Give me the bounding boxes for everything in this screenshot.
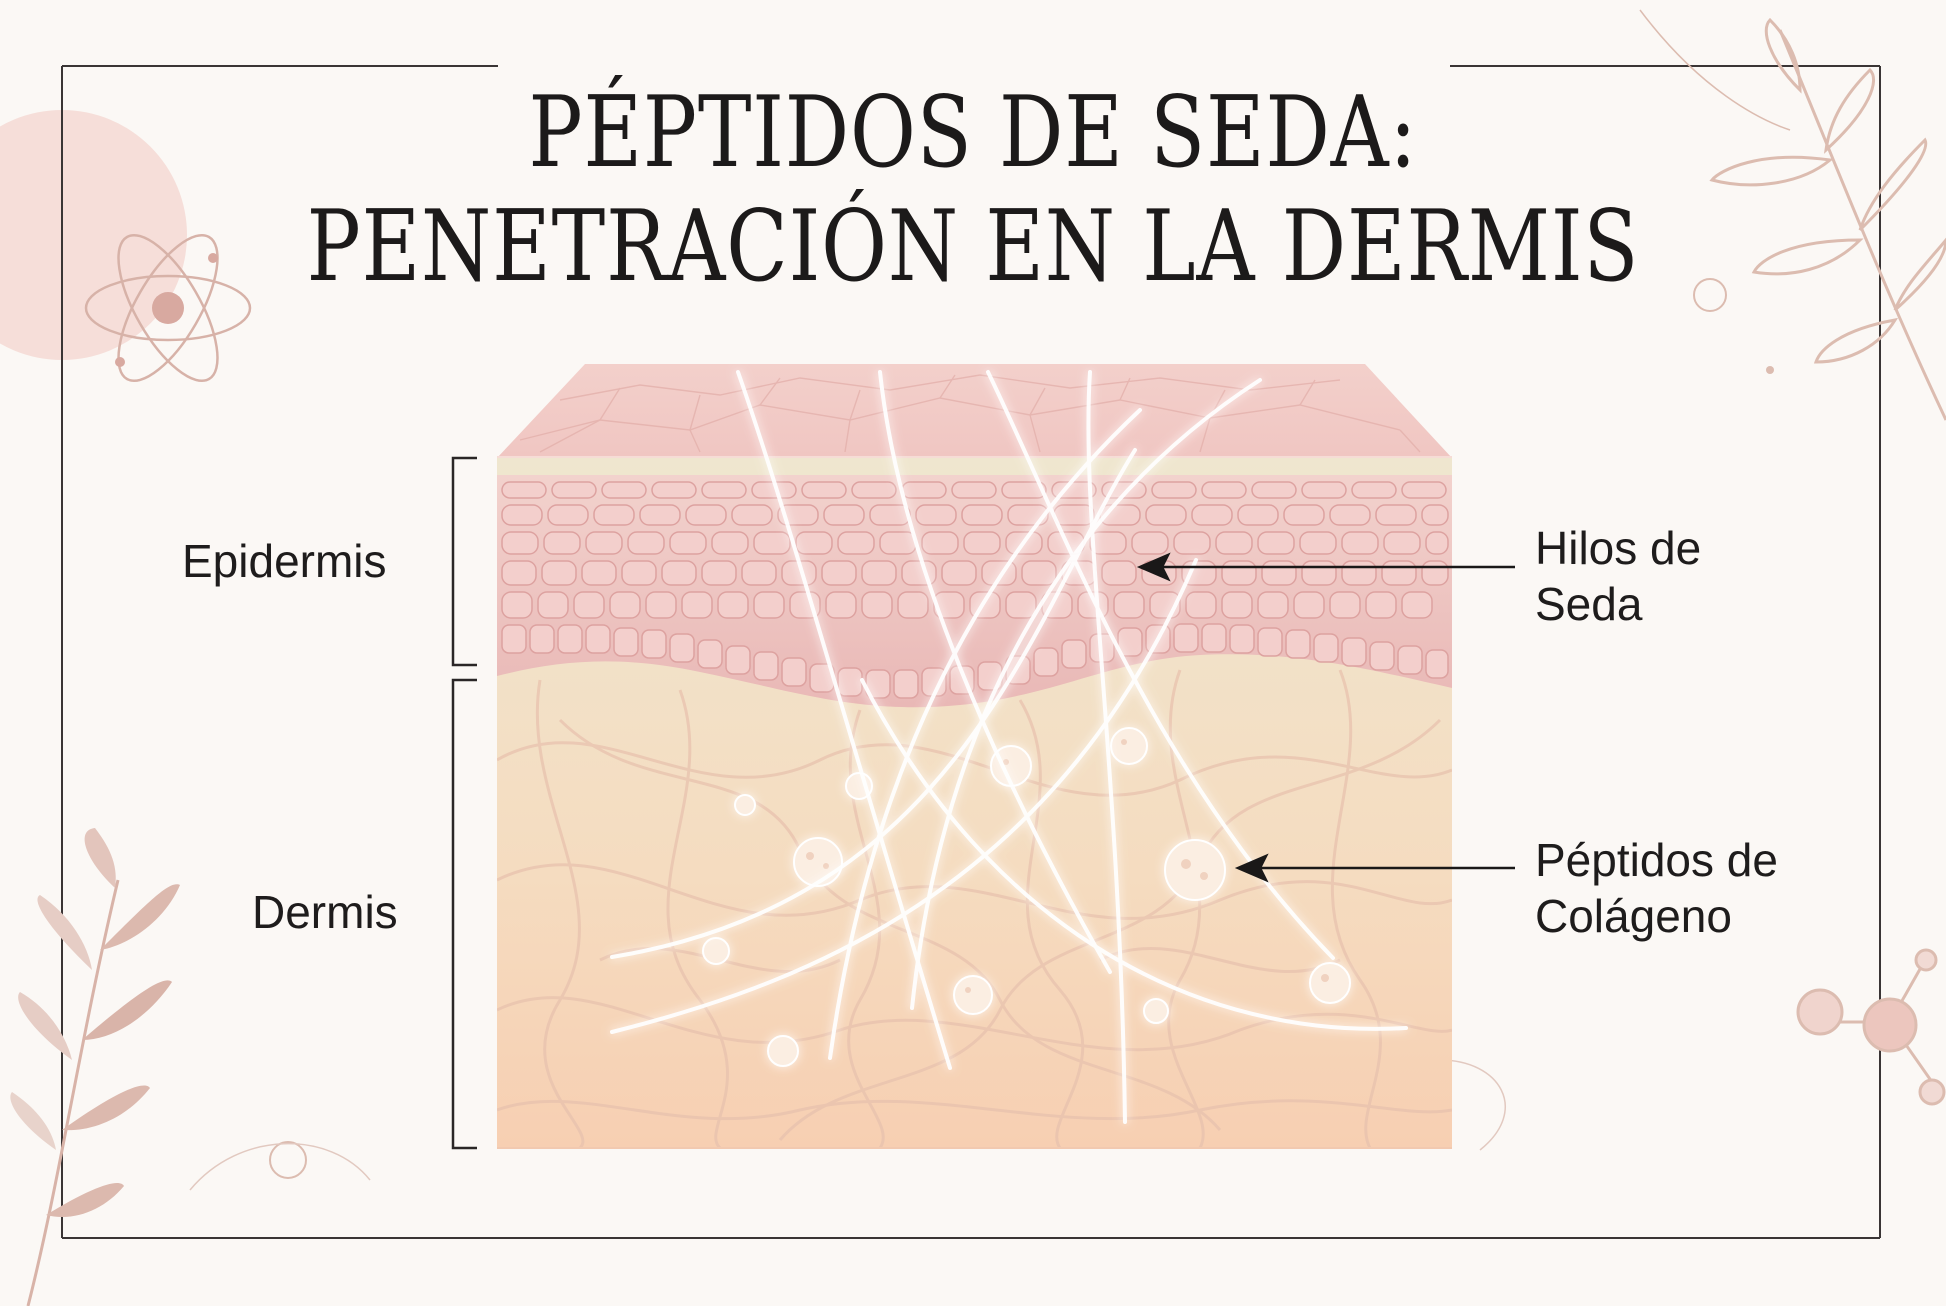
- collagen-fibers: [497, 669, 1452, 1148]
- epidermis-cells: [501, 481, 1449, 699]
- atom-icon: [84, 233, 252, 383]
- skin-surface: [497, 364, 1452, 458]
- dermis-label: Dermis: [252, 886, 398, 938]
- surface-texture: [519, 374, 1421, 453]
- silk-threads-label: Hilos de Seda: [1535, 520, 1701, 632]
- silk-threads-arrow: [1136, 552, 1515, 582]
- silk-threads-label-line: Hilos de: [1535, 522, 1702, 574]
- collagen-peptide-bubbles: [702, 727, 1351, 1067]
- decor-swirl: [1439, 1059, 1506, 1151]
- skin-cross-section: [497, 364, 1452, 1149]
- collagen-peptides-label: Péptidos de Colágeno: [1535, 832, 1778, 944]
- molecule-icon: [1796, 948, 1946, 1106]
- leaf-branch-icon: [10, 828, 371, 1306]
- decor-blob: [0, 110, 187, 360]
- epidermis-label: Epidermis: [182, 535, 387, 587]
- bubble-highlights: [806, 739, 1329, 993]
- page-title: PÉPTIDOS DE SEDA:: [528, 76, 1418, 190]
- leaf-branch-icon: [1639, 9, 1946, 421]
- epidermis-bracket: [451, 456, 477, 667]
- collagen-peptides-arrow: [1234, 853, 1515, 883]
- dermis-bracket: [451, 678, 477, 1150]
- silk-threads-label-line: Seda: [1535, 578, 1643, 630]
- page-subtitle: PENETRACIÓN EN LA DERMIS: [306, 190, 1640, 304]
- collagen-peptides-label-line: Péptidos de: [1535, 834, 1778, 886]
- collagen-peptides-label-line: Colágeno: [1535, 890, 1732, 942]
